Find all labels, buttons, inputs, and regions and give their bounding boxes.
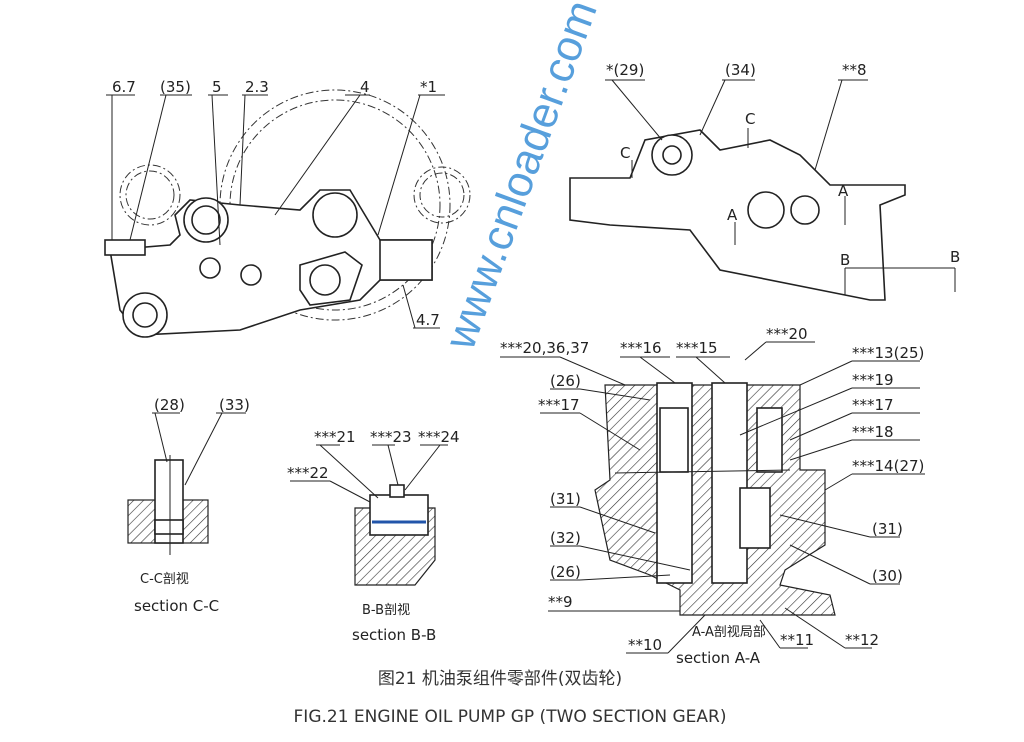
top-right-pump-view: *(29) (34) **8 C C A A B B — [569, 61, 960, 301]
callout-15: ***15 — [676, 339, 718, 357]
section-cc-title-en: section C-C — [134, 597, 219, 615]
callout-30: (30) — [872, 567, 903, 585]
callout-18: ***18 — [852, 423, 894, 441]
section-mark-c-right: C — [745, 110, 755, 128]
callout-33: (33) — [219, 396, 250, 414]
callout-20-36-37: ***20,36,37 — [500, 339, 589, 357]
callout-23: ***23 — [370, 428, 412, 446]
callout-31-right: (31) — [872, 520, 903, 538]
section-mark-a-right: A — [838, 182, 849, 200]
section-aa: ***20,36,37 ***16 ***15 ***20 ***13(25) … — [500, 325, 925, 667]
callout-24: ***24 — [418, 428, 460, 446]
callout-9: **9 — [548, 593, 573, 611]
callout-28: (28) — [154, 396, 185, 414]
callout-20: ***20 — [766, 325, 808, 343]
callout-10: **10 — [628, 636, 662, 654]
section-bb: ***21 ***23 ***24 ***22 B-B剖视 section B-… — [287, 428, 460, 644]
callout-26-bottom: (26) — [550, 563, 581, 581]
section-aa-title-en: section A-A — [676, 649, 761, 667]
callout-16: ***16 — [620, 339, 662, 357]
callout-17-right: ***17 — [852, 396, 894, 414]
caption-chinese: 图21 机油泵组件零部件(双齿轮) — [378, 669, 622, 689]
callout-21: ***21 — [314, 428, 356, 446]
section-mark-b-left: B — [840, 251, 850, 269]
section-mark-b-right: B — [950, 248, 960, 266]
callout-26-top: (26) — [550, 372, 581, 390]
callout-4-7: 4.7 — [416, 311, 440, 329]
callout-22: ***22 — [287, 464, 329, 482]
callout-11: **11 — [780, 631, 814, 649]
section-cc: (28) (33) C-C剖视 section C-C — [127, 396, 250, 615]
section-cc-title-cn: C-C剖视 — [140, 572, 189, 587]
callout-8: **8 — [842, 61, 867, 79]
callout-35: (35) — [160, 78, 191, 96]
callout-6-7: 6.7 — [112, 78, 136, 96]
section-mark-c-left: C — [620, 144, 630, 162]
callout-12: **12 — [845, 631, 879, 649]
section-bb-title-en: section B-B — [352, 626, 436, 644]
callout-1: *1 — [420, 78, 437, 96]
callout-34: (34) — [725, 61, 756, 79]
top-left-pump-view: 6.7 (35) 5 2.3 4 *1 4.7 — [104, 78, 471, 338]
section-aa-title-cn: A-A剖视局部 — [692, 625, 766, 640]
callout-5: 5 — [212, 78, 222, 96]
section-bb-title-cn: B-B剖视 — [362, 603, 410, 618]
callout-2-3: 2.3 — [245, 78, 269, 96]
callout-4: 4 — [360, 78, 370, 96]
callout-13-25: ***13(25) — [852, 344, 924, 362]
callout-31-left: (31) — [550, 490, 581, 508]
callout-14-27: ***14(27) — [852, 457, 924, 475]
callout-19: ***19 — [852, 371, 894, 389]
callout-17-left: ***17 — [538, 396, 580, 414]
section-mark-a-left: A — [727, 206, 738, 224]
caption-english: FIG.21 ENGINE OIL PUMP GP (TWO SECTION G… — [294, 707, 727, 727]
callout-29: *(29) — [606, 61, 644, 79]
callout-32: (32) — [550, 529, 581, 547]
